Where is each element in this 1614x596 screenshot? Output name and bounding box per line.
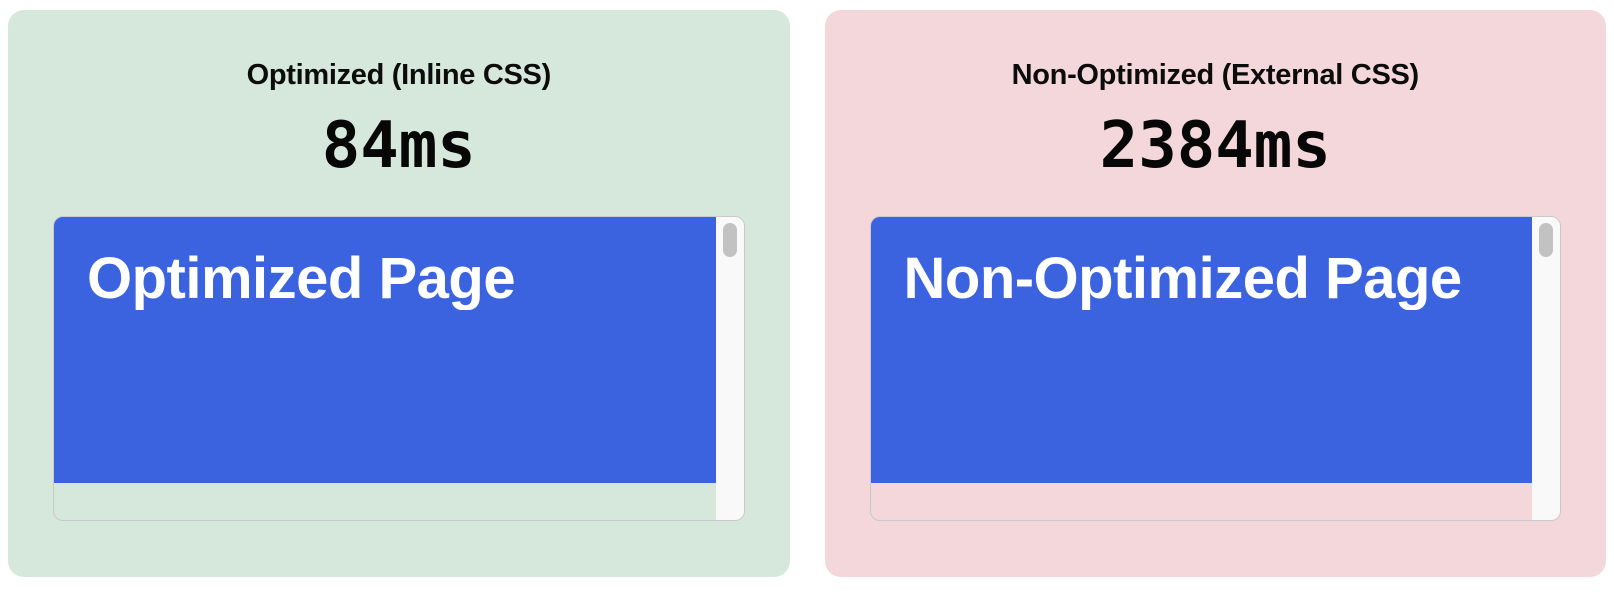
non-optimized-scrollbar-track[interactable] xyxy=(1532,217,1560,521)
optimized-frame-content: Optimized Page xyxy=(54,217,716,520)
optimized-panel-title: Optimized (Inline CSS) xyxy=(246,59,552,91)
optimized-page-frame[interactable]: Optimized Page xyxy=(53,216,745,522)
optimized-scrollbar-thumb[interactable] xyxy=(722,223,737,258)
non-optimized-panel-title: Non-Optimized (External CSS) xyxy=(1011,59,1420,91)
non-optimized-hero-banner: Non-Optimized Page xyxy=(870,217,1532,484)
non-optimized-page-heading: Non-Optimized Page xyxy=(903,246,1463,311)
non-optimized-scrollbar-thumb[interactable] xyxy=(1539,223,1553,258)
optimized-page-heading: Optimized Page xyxy=(87,246,516,311)
panel-optimized: Optimized (Inline CSS) 84ms Optimized Pa… xyxy=(8,10,790,577)
optimized-scrollbar-track[interactable] xyxy=(715,217,744,521)
non-optimized-frame-content: Non-Optimized Page xyxy=(870,217,1532,520)
non-optimized-page-frame[interactable]: Non-Optimized Page xyxy=(869,216,1561,522)
non-optimized-load-time: 2384ms xyxy=(1099,108,1331,183)
optimized-load-time: 84ms xyxy=(321,108,476,183)
panel-non-optimized: Non-Optimized (External CSS) 2384ms Non-… xyxy=(824,10,1606,577)
optimized-hero-banner: Optimized Page xyxy=(54,217,716,484)
